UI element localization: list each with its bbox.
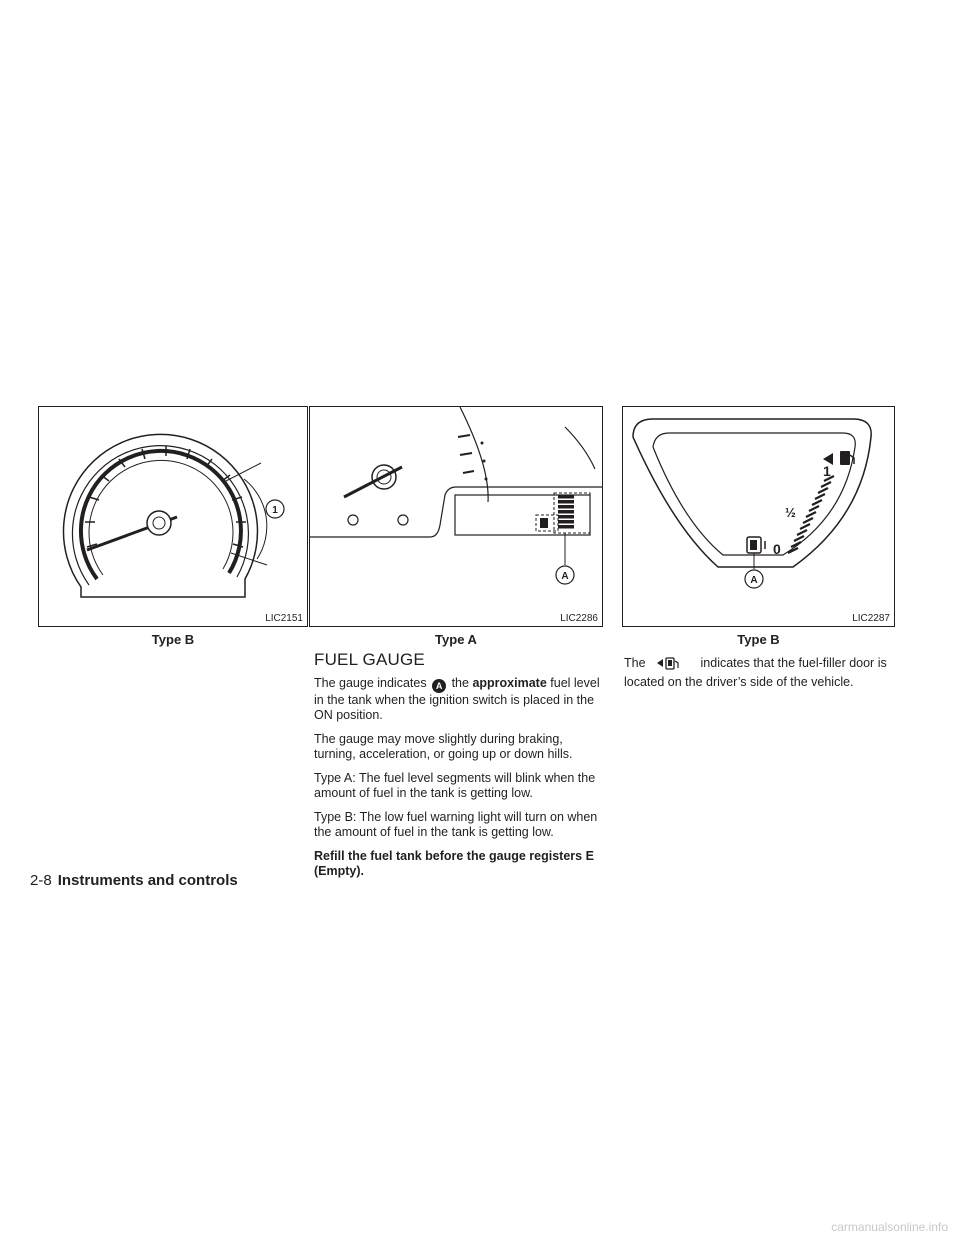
paragraph-4: Type B: The low fuel warning light will … <box>314 809 598 840</box>
figure-caption: Type A <box>435 632 477 647</box>
p1-mid: the <box>451 675 469 690</box>
callout-a: A <box>561 571 568 582</box>
callout-1: 1 <box>272 505 278 516</box>
p1-suffix: fuel level in the tank when the ignition… <box>314 675 600 723</box>
figure-caption: Type B <box>737 632 780 647</box>
note-suffix: indicates that the fuel-filler door is l… <box>624 656 887 689</box>
figure-code: LIC2286 <box>560 613 598 624</box>
fuel-door-note: The indicates that the fuel-filler door … <box>624 656 894 698</box>
paragraph-5: Refill the fuel tank before the gauge re… <box>314 848 594 879</box>
callout-a-inline: A <box>432 678 447 693</box>
fuel-segment-display-illustration: A <box>310 407 602 585</box>
speedometer-illustration: 1 <box>62 433 285 598</box>
paragraph-3: Type A: The fuel level segments will bli… <box>314 770 596 801</box>
figure-speedometer: 1 LIC2151 <box>38 406 308 627</box>
figure-code: LIC2287 <box>852 613 890 624</box>
figure-caption: Type B <box>151 632 195 647</box>
scale-half: ½ <box>785 505 796 520</box>
scale-full: 1 <box>823 463 831 479</box>
page-number: 2-8 <box>30 872 52 889</box>
paragraph-1: The gauge indicates A the approximate fu… <box>314 676 604 724</box>
p1-bold: approximate <box>472 675 547 690</box>
callout-a: A <box>750 575 757 586</box>
fuel-door-paragraph: The indicates that the fuel-filler door … <box>624 656 894 690</box>
chapter-title: Instruments and controls <box>57 872 238 889</box>
fuel-door-side-arrow-icon <box>653 656 693 675</box>
note-prefix: The <box>624 656 646 670</box>
scale-empty: 0 <box>773 541 781 557</box>
fuel-gauge-section: FUEL GAUGE The gauge indicates A the app… <box>314 650 604 888</box>
paragraph-2: The gauge may move slightly during braki… <box>314 731 573 762</box>
figure-code: LIC2151 <box>265 613 303 624</box>
figure-fuel-gauge: 0 ½ 1 A LIC2287 <box>622 406 895 627</box>
watermark: carmanualsonline.info <box>831 1220 948 1234</box>
fuel-gauge-illustration: 0 ½ 1 A <box>632 418 872 589</box>
section-heading: FUEL GAUGE <box>314 650 425 669</box>
figure-fuel-segments: A LIC2286 <box>309 406 603 627</box>
p1-prefix: The gauge indicates <box>314 675 427 690</box>
page-footer: 2-8 Instruments and controls <box>30 872 238 889</box>
